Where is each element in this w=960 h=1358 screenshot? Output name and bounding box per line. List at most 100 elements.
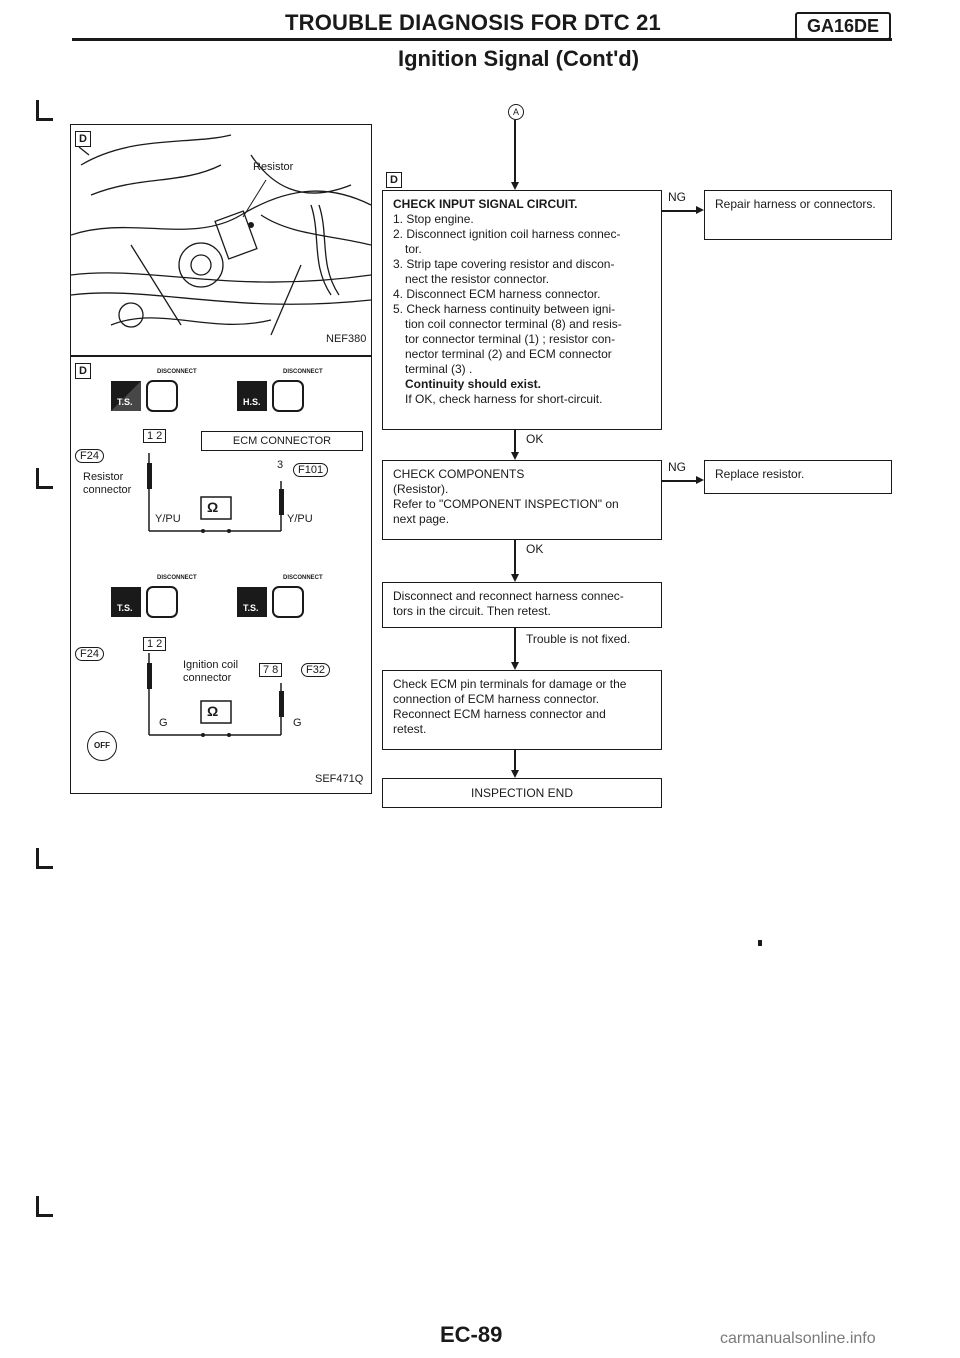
step-line: 2. Disconnect ignition coil harness conn… <box>393 227 621 241</box>
flow-arrow <box>511 770 519 778</box>
ecm-connector-box: ECM CONNECTOR <box>201 431 363 451</box>
header-rule <box>72 38 892 41</box>
resistor-pins: 1 2 <box>143 429 167 443</box>
result-label: Trouble is not fixed. <box>526 632 631 646</box>
page-subtitle: Ignition Signal (Cont'd) <box>398 46 640 71</box>
ts-label: T.S. <box>243 603 259 613</box>
ohmmeter-symbol: Ω <box>207 703 219 719</box>
step-line: Refer to "COMPONENT INSPECTION" on <box>393 497 619 511</box>
page-title: TROUBLE DIAGNOSIS FOR DTC 21 <box>285 10 661 35</box>
connector-id-f24: F24 <box>75 449 104 463</box>
step-line: connection of ECM harness connector. <box>393 692 600 706</box>
step-title: CHECK INPUT SIGNAL CIRCUIT. <box>393 197 578 211</box>
wire-color-right: G <box>293 717 302 729</box>
step-line: retest. <box>393 722 427 736</box>
step-line: Reconnect ECM harness connector and <box>393 707 606 721</box>
binder-mark <box>36 468 53 489</box>
binder-mark <box>36 1196 53 1217</box>
ignition-off-icon: OFF <box>87 731 117 761</box>
disconnect-label: DISCONNECT <box>157 369 197 375</box>
hs-label: H.S. <box>243 397 261 407</box>
wire-color-left: Y/PU <box>155 513 181 525</box>
page-number: EC-89 <box>440 1322 503 1347</box>
wire-color-left: G <box>159 717 168 729</box>
connector-id-f101: F101 <box>293 463 329 477</box>
flow-line <box>662 480 696 482</box>
step-line: tor connector terminal (1) ; resistor co… <box>405 332 616 346</box>
flow-arrow <box>511 452 519 460</box>
diagnosis-icon: D <box>75 363 91 379</box>
inspection-end-box: INSPECTION END <box>382 778 662 808</box>
step-line: Disconnect and reconnect harness connec- <box>393 589 624 603</box>
watermark: carmanualsonline.info <box>720 1330 876 1347</box>
connector-id-f24: F24 <box>75 647 104 661</box>
circuit2-wiring <box>147 653 284 737</box>
step-line: Check ECM pin terminals for damage or th… <box>393 677 627 691</box>
step-line: nect the resistor connector. <box>405 272 550 286</box>
flow-line <box>662 210 696 212</box>
ng-label: NG <box>668 190 686 204</box>
resistor-connector-label: Resistor connector <box>83 471 132 496</box>
step-line: CHECK COMPONENTS <box>393 467 525 481</box>
repair-harness-box: Repair harness or connectors. <box>704 190 892 240</box>
step-line: 4. Disconnect ECM harness connector. <box>393 287 601 301</box>
check-ecm-pins-box: Check ECM pin terminals for damage or th… <box>382 670 662 750</box>
ts-label: T.S. <box>117 603 133 613</box>
flow-arrow <box>696 476 704 484</box>
step-line: terminal (3) . <box>405 362 473 376</box>
step-line: tor. <box>405 242 422 256</box>
flow-line <box>514 120 516 182</box>
connector-marker-a: A <box>508 104 524 120</box>
engine-illustration <box>70 134 372 336</box>
check-input-signal-box: CHECK INPUT SIGNAL CIRCUIT. 1. Stop engi… <box>382 190 662 430</box>
speck <box>758 940 762 946</box>
flow-arrow <box>511 662 519 670</box>
ohmmeter-symbol: Ω <box>207 499 219 515</box>
ecm-pin-3: 3 <box>277 459 284 471</box>
figure-code: NEF380 <box>326 333 367 345</box>
ok-label: OK <box>526 542 544 556</box>
flow-line <box>514 628 516 662</box>
step-line: 3. Strip tape covering resistor and disc… <box>393 257 615 271</box>
engine-badge: GA16DE <box>795 12 891 40</box>
flow-line <box>514 430 516 452</box>
diagnosis-icon: D <box>386 172 402 188</box>
flow-line <box>514 750 516 772</box>
step-line: 5. Check harness continuity between igni… <box>393 302 616 316</box>
flow-arrow <box>696 206 704 214</box>
ts-label: T.S. <box>117 397 133 407</box>
resistor-label: Resistor <box>253 161 294 173</box>
disconnect-label: DISCONNECT <box>283 575 323 581</box>
disconnect-label: DISCONNECT <box>157 575 197 581</box>
check-components-box: CHECK COMPONENTS (Resistor). Refer to "C… <box>382 460 662 540</box>
disconnect-icons-2 <box>111 586 304 618</box>
resistor-pins: 1 2 <box>143 637 167 651</box>
connector-id-f32: F32 <box>301 663 330 677</box>
step-line: If OK, check harness for short-circuit. <box>405 392 603 406</box>
flow-line <box>514 540 516 574</box>
disconnect-label: DISCONNECT <box>283 369 323 375</box>
wire-color-right: Y/PU <box>287 513 313 525</box>
step-line: (Resistor). <box>393 482 449 496</box>
expected-result: Continuity should exist. <box>405 377 542 391</box>
diagnosis-icon: D <box>75 131 91 147</box>
disconnect-icons-1 <box>111 380 304 412</box>
step-line: tion coil connector terminal (8) and res… <box>405 317 622 331</box>
circuit1-wiring <box>147 453 284 533</box>
binder-mark <box>36 100 53 121</box>
flow-arrow <box>511 574 519 582</box>
step-line: 1. Stop engine. <box>393 212 474 226</box>
flow-arrow <box>511 182 519 190</box>
circuit-panel: D T.S. H.S. DISCONNECT DISCONNECT ECM CO… <box>70 356 372 794</box>
reconnect-harness-box: Disconnect and reconnect harness connec-… <box>382 582 662 628</box>
figure-code: SEF471Q <box>315 773 364 785</box>
binder-mark <box>36 848 53 869</box>
replace-resistor-box: Replace resistor. <box>704 460 892 494</box>
ignition-coil-label: Ignition coil connector <box>183 659 239 684</box>
ok-label: OK <box>526 432 544 446</box>
engine-photo-panel: D Resistor NEF380 <box>70 124 372 356</box>
ng-label: NG <box>668 460 686 474</box>
step-line: nector terminal (2) and ECM connector <box>405 347 612 361</box>
step-line: tors in the circuit. Then retest. <box>393 604 551 618</box>
coil-pins: 7 8 <box>259 663 283 677</box>
